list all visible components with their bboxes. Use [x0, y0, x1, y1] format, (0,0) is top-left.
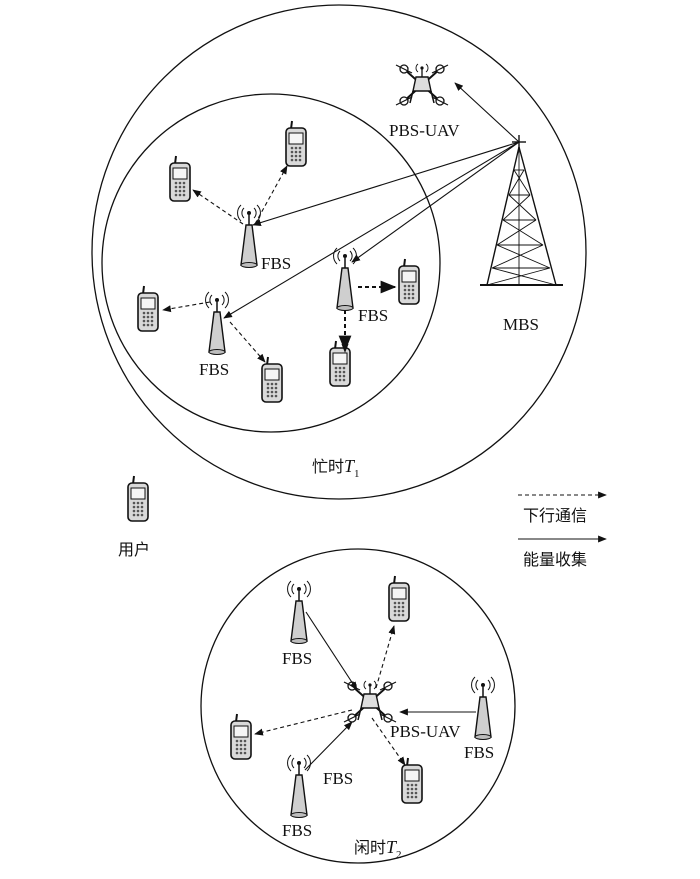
pbs-uav-bottom-icon	[344, 681, 396, 722]
fbs-label: FBS	[199, 360, 229, 379]
phone-icon	[262, 357, 282, 402]
phone-icon	[389, 576, 409, 621]
fbs-label: FBS	[358, 306, 388, 325]
fbs-icon-upper-left	[238, 205, 261, 268]
fbs-icon-idle-topleft	[288, 581, 311, 644]
pbs-uav-label: PBS-UAV	[390, 722, 461, 741]
legend-downlink-label: 下行通信	[523, 506, 587, 525]
fbs-icon-idle-bottom	[288, 755, 311, 818]
idle-coverage-circle	[201, 549, 515, 863]
phone-icon	[330, 341, 350, 386]
idle-energy-links	[305, 612, 476, 770]
fbs-icon-idle-right	[472, 677, 495, 740]
phone-icon	[231, 714, 251, 759]
pbs-uav-label: PBS-UAV	[389, 121, 460, 140]
legend-energy-label: 能量收集	[523, 550, 587, 569]
phone-icon	[286, 121, 306, 166]
fbs-icon-lower-left	[206, 292, 229, 355]
phone-icon	[399, 259, 419, 304]
phone-icon	[170, 156, 190, 201]
fbs-label: FBS	[282, 821, 312, 840]
fbs-icon-right	[334, 248, 357, 311]
user-phone-icon	[128, 476, 148, 521]
fbs-label: FBS	[282, 649, 312, 668]
fbs-label: FBS	[323, 769, 353, 788]
fbs-label: FBS	[261, 254, 291, 273]
energy-links	[224, 83, 519, 318]
pbs-uav-top-icon	[396, 64, 448, 105]
user-label: 用户	[118, 540, 150, 559]
mbs-label: MBS	[503, 315, 539, 334]
idle-time-label: 闲时T2	[354, 837, 402, 861]
busy-time-label: 忙时T1	[312, 456, 360, 480]
fbs-label: FBS	[464, 743, 494, 762]
phone-icon	[138, 286, 158, 331]
